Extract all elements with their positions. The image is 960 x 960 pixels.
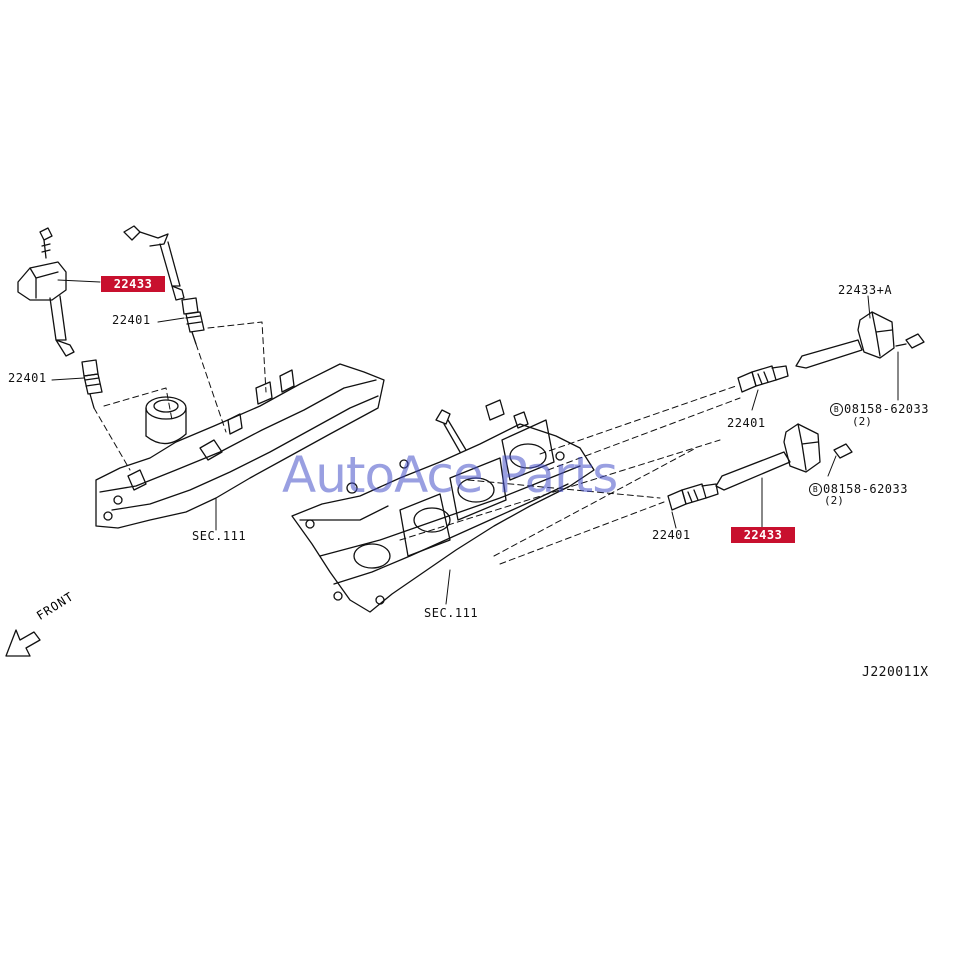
- left-valve-cover: [95, 363, 385, 529]
- bolt-qty-upper: (2): [852, 415, 872, 428]
- left-upper-spark-plug: [181, 297, 205, 345]
- section-label-left[interactable]: SEC.111: [192, 529, 247, 543]
- watermark: AutoAce Parts: [282, 446, 618, 504]
- bolt-part-number: 08158-62033: [823, 482, 908, 496]
- front-arrow-icon: [5, 629, 41, 657]
- right-upper-coil: [795, 311, 925, 369]
- left-upper-coil: [123, 225, 185, 301]
- part-label-22433-right[interactable]: 22433: [731, 527, 795, 543]
- part-label-22401-right-lower[interactable]: 22401: [652, 528, 691, 542]
- part-label-22401-left-upper[interactable]: 22401: [112, 313, 151, 327]
- right-lower-coil: [715, 423, 853, 491]
- right-valve-cover: [291, 399, 595, 613]
- bolt-marker-icon: B: [830, 403, 843, 416]
- right-upper-spark-plug: [737, 365, 789, 393]
- part-label-22433a[interactable]: 22433+A: [838, 283, 893, 297]
- bolt-part-number: 08158-62033: [844, 402, 929, 416]
- part-label-22433-left[interactable]: 22433: [101, 276, 165, 292]
- bolt-marker-icon: B: [809, 483, 822, 496]
- part-label-22401-right-upper[interactable]: 22401: [727, 416, 766, 430]
- right-lower-spark-plug: [667, 483, 719, 511]
- section-label-right[interactable]: SEC.111: [424, 606, 479, 620]
- part-label-22401-left-lower[interactable]: 22401: [8, 371, 47, 385]
- diagram-code: J220011X: [862, 665, 929, 680]
- left-ignition-coil: [17, 227, 75, 357]
- bolt-qty-lower: (2): [824, 494, 844, 507]
- left-lower-spark-plug: [81, 359, 103, 409]
